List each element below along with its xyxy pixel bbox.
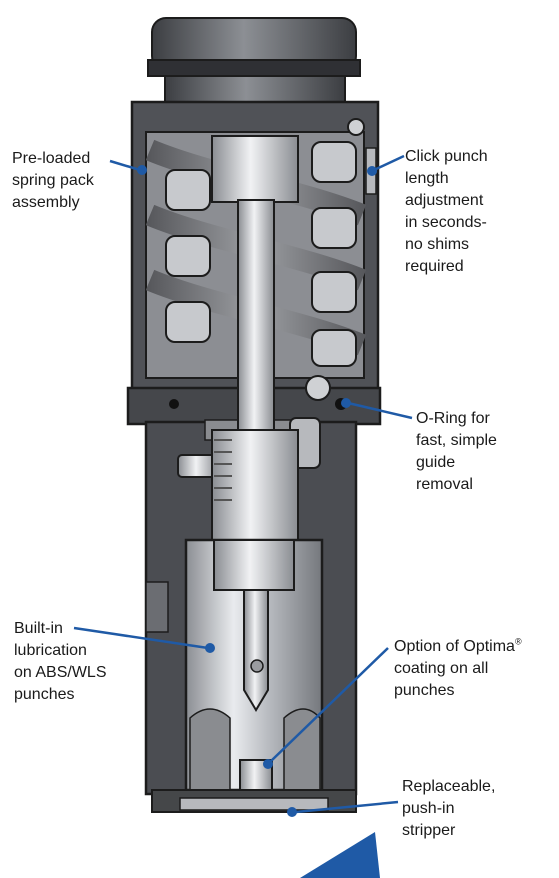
- leader-spring-pack: [109, 159, 141, 172]
- optima-text-start: Option of Optima: [394, 638, 515, 655]
- callout-optima-coating: Option of Optima® coating on all punches: [394, 636, 522, 702]
- stripper: [151, 789, 357, 813]
- callout-spring-pack: Pre-loaded spring pack assembly: [12, 150, 94, 211]
- leader-stripper: [295, 800, 399, 814]
- leader-optima: [269, 647, 389, 763]
- callout-replaceable-stripper: Replaceable, push-in stripper: [402, 778, 496, 839]
- punch: [184, 135, 324, 813]
- leader-oring: [347, 401, 413, 420]
- callout-o-ring: O-Ring for fast, simple guide removal: [416, 410, 497, 493]
- registered-mark: ®: [514, 636, 522, 647]
- press-direction-arrow: [300, 832, 380, 878]
- optima-text-end: coating on all punches: [394, 660, 489, 699]
- callout-click-punch-adjustment: Click punch length adjustment in seconds…: [405, 148, 488, 275]
- leader-lines: [73, 154, 413, 817]
- callout-built-in-lubrication: Built-in lubrication on ABS/WLS punches: [14, 620, 107, 703]
- leader-lubrication: [73, 626, 209, 650]
- leader-click-adjust: [373, 154, 405, 172]
